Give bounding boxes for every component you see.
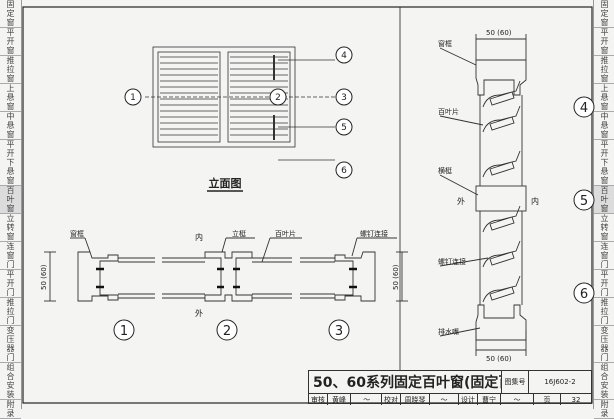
sidebar-tab[interactable]: 连窗门 (0, 242, 21, 270)
section-markers: 1 2 3 (113, 319, 350, 341)
sidebar-tab[interactable]: 中悬窗 (0, 112, 21, 140)
sidebar-tab[interactable]: 上悬窗 (0, 84, 21, 112)
elevation-view (145, 46, 335, 161)
sidebar-tab[interactable]: 平开下悬窗 (0, 140, 21, 186)
label-drip: 排水嘴 (438, 327, 459, 336)
sidebar-right: 固定窗平开窗推拉窗上悬窗中悬窗平开下悬窗百叶窗立转窗连窗门平开门推拉门变压器门组… (593, 0, 614, 419)
sidebar-tab[interactable]: 平开窗 (0, 28, 21, 56)
label-frame: 窗框 (70, 229, 84, 238)
dimension-left: 50 (60) (40, 264, 48, 290)
sidebar-tab[interactable]: 百叶窗 (0, 186, 21, 214)
sidebar-tab[interactable]: 立转窗 (0, 214, 21, 242)
label-frame: 窗框 (438, 39, 452, 48)
louver-blade (482, 205, 521, 233)
dimension-top: 50 (60) (486, 29, 512, 37)
marker-1: 1 (120, 324, 128, 339)
sidebar-tab[interactable]: 平开窗 (594, 28, 614, 56)
reviewer-signature: 〜 (351, 394, 382, 405)
checker-signature: 〜 (430, 394, 459, 405)
sidebar-tab[interactable]: 变压器门 (594, 326, 614, 363)
label-louver: 百叶片 (275, 229, 296, 238)
marker-4: 4 (341, 51, 347, 61)
page-label: 页 (534, 394, 561, 405)
check-label: 校对 (382, 394, 401, 405)
drawing-frame (22, 6, 593, 404)
louver-blade (482, 80, 521, 108)
designer: 曹宁 (478, 394, 501, 405)
label-outside: 外 (457, 196, 465, 206)
reviewer: 黄峰 (328, 394, 351, 405)
sidebar-tab[interactable]: 推拉窗 (0, 56, 21, 84)
marker-5: 5 (341, 123, 347, 133)
sidebar-tab[interactable]: 组合安装 (594, 363, 614, 400)
marker-2: 2 (275, 93, 281, 103)
vertical-section (439, 34, 527, 356)
horizontal-section (44, 237, 408, 302)
atlas-label: 图集号 (502, 371, 529, 393)
sidebar-tab[interactable]: 中悬窗 (594, 112, 614, 140)
sidebar-tab[interactable]: 连窗门 (594, 242, 614, 270)
title-block: 50、60系列固定百叶窗(固定百叶片)构造图 图集号 16J602-2 审核 黄… (308, 370, 592, 405)
page-number: 32 (571, 395, 581, 404)
sidebar-tab[interactable]: 固定窗 (0, 0, 21, 28)
sidebar-tab[interactable]: 百叶窗 (594, 186, 614, 214)
sidebar-tab[interactable]: 立转窗 (594, 214, 614, 242)
sidebar-tab[interactable]: 变压器门 (0, 326, 21, 363)
label-louver: 百叶片 (438, 107, 459, 116)
dimension-right: 50 (60) (392, 264, 400, 290)
label-inside: 内 (531, 196, 539, 206)
marker-6: 6 (580, 287, 588, 302)
vertical-markers: 4 5 6 (573, 96, 595, 304)
louver-blade (482, 150, 521, 178)
label-inside: 内 (195, 232, 203, 242)
label-screw: 螺钉连接 (360, 229, 388, 238)
sidebar-tab[interactable]: 固定窗 (594, 0, 614, 28)
elevation-title: 立面图 (209, 176, 242, 190)
sidebar-tab[interactable]: 上悬窗 (594, 84, 614, 112)
marker-1: 1 (130, 93, 136, 103)
sidebar-tab[interactable]: 平开门 (594, 270, 614, 298)
sidebar-tab[interactable]: 平开下悬窗 (594, 140, 614, 186)
louver-blade (482, 275, 521, 303)
marker-3: 3 (335, 324, 343, 339)
marker-5: 5 (580, 194, 588, 209)
louver-blade (482, 240, 521, 268)
sidebar-left: 固定窗平开窗推拉窗上悬窗中悬窗平开下悬窗百叶窗立转窗连窗门平开门推拉门变压器门组… (0, 0, 22, 419)
marker-2: 2 (223, 324, 231, 339)
atlas-number: 16J602-2 (544, 378, 576, 386)
louver-blade (482, 105, 521, 133)
design-label: 设计 (459, 394, 478, 405)
dimension-bottom: 50 (60) (486, 355, 512, 363)
marker-4: 4 (580, 101, 588, 116)
checker: 周晓琴 (401, 394, 430, 405)
label-outside: 外 (195, 308, 203, 318)
label-transom: 横梃 (438, 166, 452, 175)
label-screw: 螺钉连接 (438, 257, 466, 266)
marker-6: 6 (341, 166, 347, 176)
label-mullion: 立梃 (232, 229, 246, 238)
drawing-title: 50、60系列固定百叶窗(固定百叶片)构造图 (309, 371, 502, 393)
designer-signature: 〜 (501, 394, 534, 405)
sidebar-tab[interactable]: 组合安装 (0, 363, 21, 400)
sidebar-tab[interactable]: 推拉窗 (594, 56, 614, 84)
sidebar-tab[interactable]: 推拉门 (0, 298, 21, 326)
sidebar-tab[interactable]: 平开门 (0, 270, 21, 298)
drawing: 1 2 3 4 5 6 立面图 窗框 立梃 百叶片 螺钉连接 内 外 50 (6… (22, 6, 595, 404)
sidebar-tab[interactable]: 推拉门 (594, 298, 614, 326)
elevation-markers: 1 2 3 4 5 6 (124, 46, 353, 179)
review-label: 审核 (309, 394, 328, 405)
marker-3: 3 (341, 93, 347, 103)
